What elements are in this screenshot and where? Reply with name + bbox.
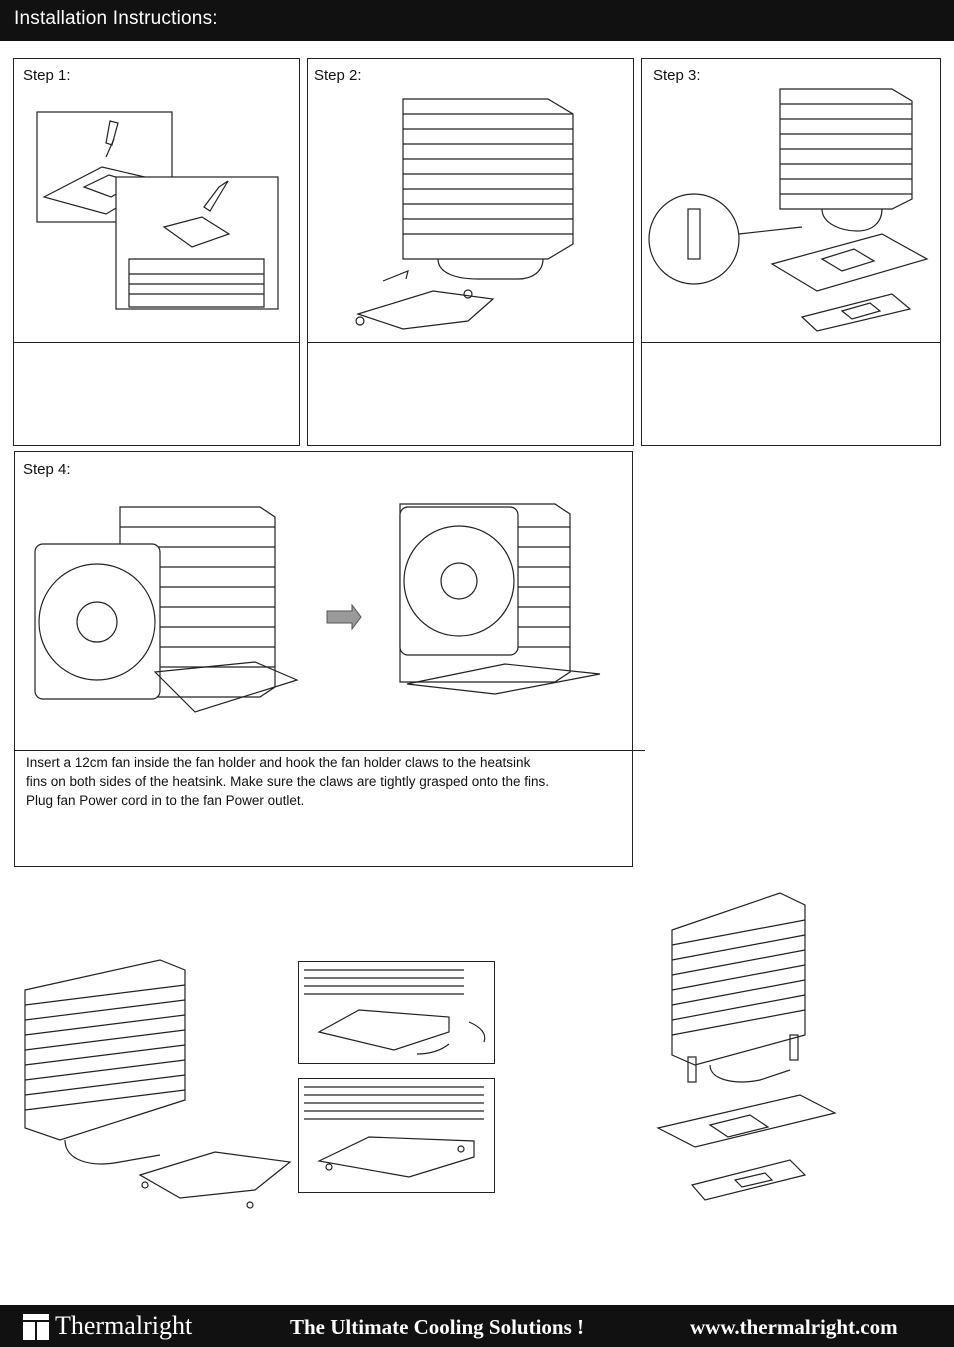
step-2-illustration: [355, 98, 574, 330]
step-4-line-1: Insert a 12cm fan inside the fan holder …: [26, 755, 531, 770]
bracket-install-illustration: [24, 959, 292, 1209]
step-2-divider: [308, 342, 633, 343]
step-3-illustration: [648, 88, 929, 332]
step-1-label: Step 1:: [23, 67, 71, 84]
step-4-line-3: Plug fan Power cord in to the fan Power …: [26, 793, 305, 808]
step-2-panel: Step 2:: [307, 58, 634, 446]
arrow-right-icon: [326, 603, 362, 631]
thermalright-logo-icon: [23, 1314, 49, 1340]
detail-box-bottom: [298, 1078, 495, 1193]
detail-bottom-illustration: [304, 1086, 484, 1178]
brand-name: Thermalright: [55, 1311, 193, 1340]
step-3-label: Step 3:: [653, 67, 701, 84]
detail-top-illustration: [304, 969, 486, 1055]
step-2-label: Step 2:: [314, 67, 362, 84]
footer-bar: [0, 1305, 954, 1347]
step-4-illustration: [34, 503, 601, 713]
step-1-panel: Step 1:: [13, 58, 300, 446]
step-4-label: Step 4:: [23, 461, 71, 478]
step-3-divider: [642, 342, 940, 343]
step-1-illustration: [36, 111, 279, 310]
website-link[interactable]: www.thermalright.com: [690, 1315, 898, 1339]
step-4-panel: Step 4: Insert a 12c: [14, 451, 645, 867]
header-bar: [0, 0, 954, 41]
detail-box-top: [298, 961, 495, 1064]
step-3-panel: Step 3:: [641, 58, 941, 446]
page-title: Installation Instructions:: [14, 8, 218, 29]
mounted-cooler-illustration: [656, 892, 837, 1201]
slogan: The Ultimate Cooling Solutions !: [290, 1315, 585, 1339]
step-4-line-2: fins on both sides of the heatsink. Make…: [26, 774, 550, 789]
step-4-divider: [15, 750, 645, 751]
step-1-divider: [14, 342, 299, 343]
step-4-description: Insert a 12cm fan inside the fan holder …: [26, 753, 549, 810]
